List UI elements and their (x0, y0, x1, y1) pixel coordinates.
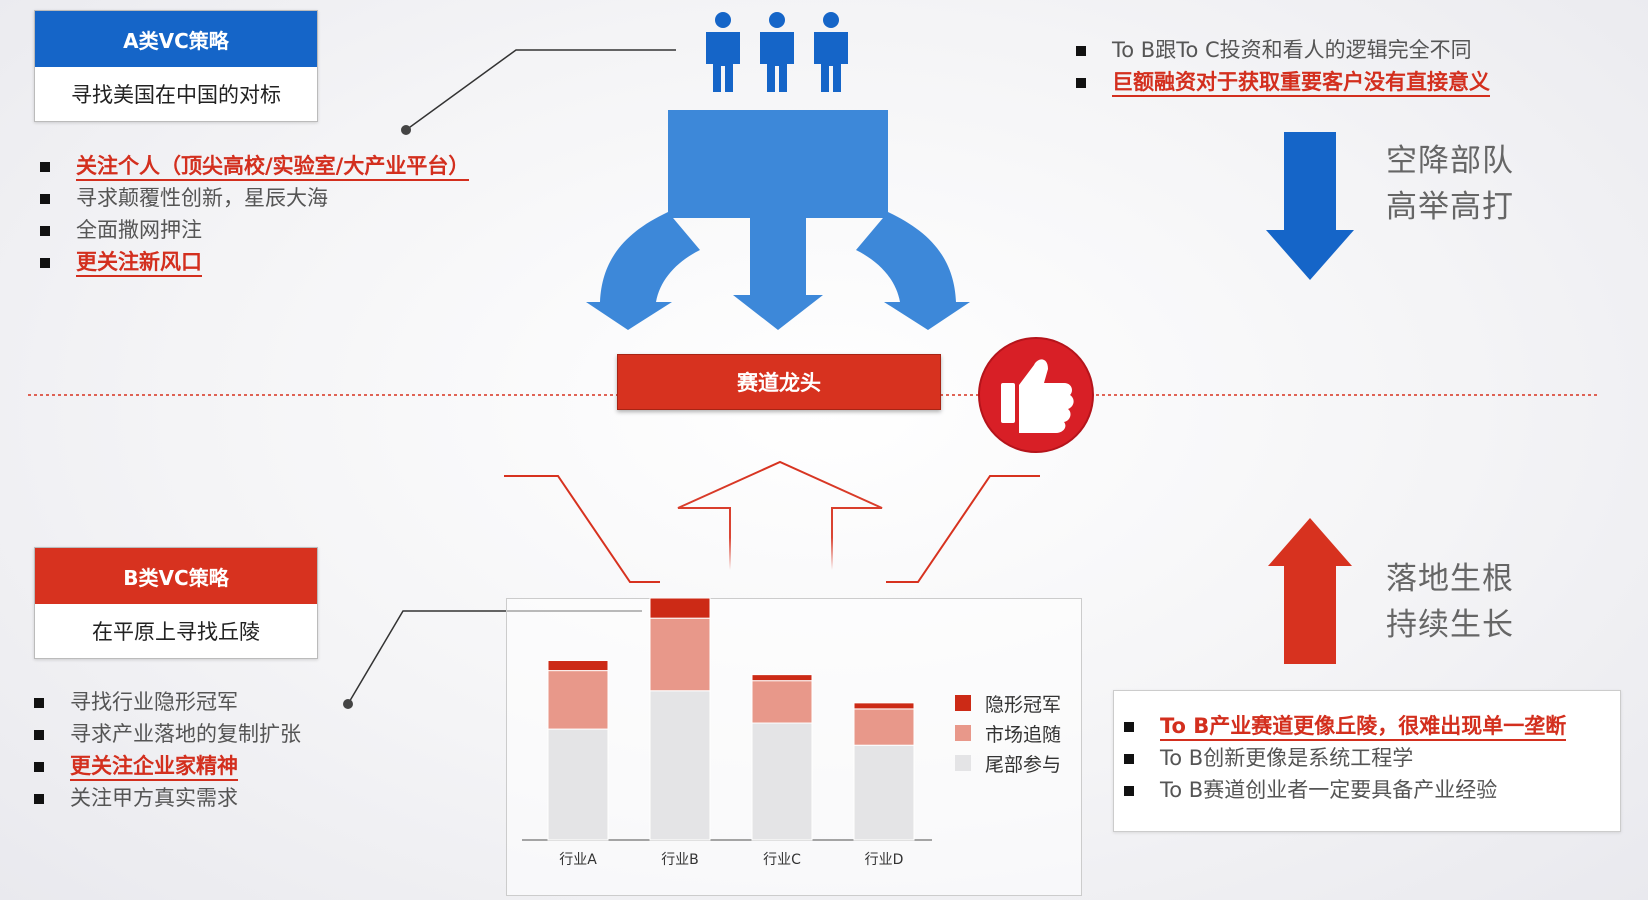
bullet-item: 关注甲方真实需求 (28, 782, 301, 814)
airborne-line2: 高举高打 (1386, 189, 1514, 225)
connector-b-dot (343, 699, 353, 709)
legend-swatch (955, 695, 971, 711)
connector-a (405, 49, 676, 131)
bullet-item: 更关注新风口 (34, 246, 469, 278)
bullet-text: To B赛道创业者一定要具备产业经验 (1160, 778, 1498, 802)
stacked-bar-chart: 行业A 行业B 行业C 行业D (522, 598, 932, 868)
bullet-item: 更关注企业家精神 (28, 750, 301, 782)
bar-segment (853, 744, 915, 841)
bottom-right-info-box (1113, 690, 1621, 832)
bullet-text: 寻求颠覆性创新，星辰大海 (76, 186, 328, 210)
rooted-line1: 落地生根 (1386, 561, 1514, 597)
airborne-text: 空降部队 高举高打 (1386, 138, 1514, 230)
bullet-text: 全面撒网押注 (76, 218, 202, 242)
rooted-line2: 持续生长 (1386, 607, 1514, 643)
bar-segment (751, 680, 813, 724)
legend-label: 尾部参与 (985, 753, 1062, 776)
bullet-text: To B产业赛道更像丘陵，很难出现单一垄断 (1160, 714, 1567, 741)
x-tick-label: 行业B (661, 852, 699, 868)
legend-label: 隐形冠军 (985, 693, 1062, 716)
legend-label: 市场追随 (985, 723, 1062, 746)
x-tick-label: 行业A (559, 852, 597, 868)
bar-segment (649, 617, 711, 692)
bar-segment (649, 690, 711, 841)
bullet-text: 寻找行业隐形冠军 (70, 690, 238, 714)
center-label-banner: 赛道龙头 (617, 354, 941, 410)
people-icons (706, 12, 848, 92)
bullet-text: 更关注企业家精神 (70, 754, 238, 781)
bullet-item: 全面撒网押注 (34, 214, 469, 246)
bar-segment (751, 674, 813, 682)
bullet-text: To B创新更像是系统工程学 (1160, 746, 1414, 770)
bullet-item: 寻求产业落地的复制扩张 (28, 718, 301, 750)
bar-segment (853, 708, 915, 746)
strategy-a-box: A类VC策略 寻找美国在中国的对标 (34, 10, 318, 122)
legend-entry: 尾部参与 (955, 748, 1061, 778)
bullet-item: To B跟To C投资和看人的逻辑完全不同 (1070, 34, 1490, 66)
bullet-item: 关注个人（顶尖高校/实验室/大产业平台） (34, 150, 470, 182)
bullet-text: 更关注新风口 (76, 250, 202, 277)
bar-segment (547, 728, 609, 841)
bar-segment (547, 670, 609, 730)
hollow-up-arrow-icon (677, 460, 883, 570)
legend-entry: 隐形冠军 (955, 688, 1061, 718)
bullet-item: 寻找行业隐形冠军 (28, 686, 301, 718)
person-icon (760, 12, 794, 92)
x-tick-label: 行业D (865, 852, 904, 868)
bullet-text: 关注甲方真实需求 (70, 786, 238, 810)
strategy-a-bullets: 关注个人（顶尖高校/实验室/大产业平台） 寻求颠覆性创新，星辰大海全面撒网押注更关… (34, 150, 470, 278)
legend-swatch (955, 725, 971, 741)
connector-a-dot (401, 125, 411, 135)
x-tick-label: 行业C (763, 852, 801, 868)
strategy-a-subtitle: 寻找美国在中国的对标 (71, 83, 281, 107)
strategy-b-bullets: 寻找行业隐形冠军寻求产业落地的复制扩张更关注企业家精神关注甲方真实需求 (28, 686, 301, 814)
strategy-b-subtitle: 在平原上寻找丘陵 (92, 620, 260, 644)
bottom-right-bullets: To B产业赛道更像丘陵，很难出现单一垄断 To B创新更像是系统工程学 To B赛… (1118, 710, 1567, 806)
bullet-text: 巨额融资对于获取重要客户没有直接意义 (1112, 70, 1490, 97)
legend-swatch (955, 755, 971, 771)
bullet-item: 巨额融资对于获取重要客户没有直接意义 (1070, 66, 1490, 98)
bar-segment (751, 722, 813, 841)
down-arrow-icon (1266, 132, 1354, 280)
person-icon (706, 12, 740, 92)
bar-segment (649, 598, 711, 619)
person-icon (814, 12, 848, 92)
legend-entry: 市场追随 (955, 718, 1061, 748)
bullet-item: 寻求颠覆性创新，星辰大海 (34, 182, 469, 214)
bullet-text: To B跟To C投资和看人的逻辑完全不同 (1112, 38, 1472, 62)
strategy-b-box: B类VC策略 在平原上寻找丘陵 (34, 547, 318, 659)
bullet-item: To B创新更像是系统工程学 (1118, 742, 1566, 774)
bracket-left (504, 475, 660, 583)
bullet-item: To B产业赛道更像丘陵，很难出现单一垄断 (1118, 710, 1567, 742)
bracket-right (886, 475, 1040, 583)
strategy-b-title: B类VC策略 (35, 548, 317, 604)
up-arrow-icon (1268, 518, 1352, 664)
airborne-line1: 空降部队 (1386, 143, 1514, 179)
rooted-text: 落地生根 持续生长 (1386, 556, 1514, 648)
chart-legend: 隐形冠军市场追随尾部参与 (955, 688, 1061, 778)
bar-segment (853, 702, 915, 710)
top-right-bullets: To B跟To C投资和看人的逻辑完全不同巨额融资对于获取重要客户没有直接意义 (1070, 34, 1490, 98)
bullet-item: To B赛道创业者一定要具备产业经验 (1118, 774, 1566, 806)
thumbs-up-icon (978, 337, 1094, 453)
blue-split-arrow-icon (586, 110, 970, 330)
strategy-a-title: A类VC策略 (35, 11, 317, 67)
bullet-text: 寻求产业落地的复制扩张 (70, 722, 301, 746)
bar-segment (547, 660, 609, 672)
bullet-text: 关注个人（顶尖高校/实验室/大产业平台） (76, 154, 470, 181)
